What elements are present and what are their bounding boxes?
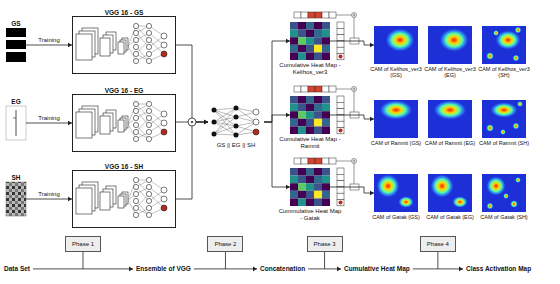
training-label: Training	[37, 115, 60, 122]
arrow-head	[204, 120, 208, 125]
phase-stem	[83, 252, 84, 269]
heat-map: Cummulative Heat Map - Gatak	[290, 168, 330, 206]
vgg-network-art	[76, 101, 167, 141]
cam-caption: CAM of Ramnit (SH)	[477, 140, 531, 146]
cam-image: CAM of Ramnit (EG)	[428, 100, 472, 138]
dataset-gs-image	[6, 28, 26, 62]
cam-image: CAM of Gatak (GS)	[374, 174, 418, 212]
connector	[330, 187, 374, 195]
phase-stem	[324, 252, 325, 269]
concat-network-art	[212, 106, 260, 138]
vgg-model-box: VGG 16 - SH	[72, 170, 176, 228]
cam-caption: CAM of Kelihos_ver3 (GS)	[369, 66, 423, 79]
arrow-head	[337, 267, 341, 272]
phase-label: Phase 1	[72, 241, 94, 248]
arrow-head	[286, 39, 290, 44]
stage-label: Data Set	[4, 265, 30, 273]
dataset-image: GS	[6, 28, 26, 62]
phase-box: Phase 1	[65, 236, 101, 252]
heatmap-caption: Cummulative Heat Map - Gatak	[278, 208, 342, 222]
phase-stem	[225, 252, 226, 269]
arrow-head	[370, 191, 374, 196]
heatmap-art	[290, 96, 330, 134]
stage-label: Ensemble of VGG	[136, 265, 191, 273]
arrow-head	[129, 267, 133, 272]
dataset-image: SH	[6, 182, 26, 216]
connector	[264, 122, 290, 189]
arrow-head	[253, 267, 257, 272]
stage-label: Concatenation	[260, 265, 305, 273]
vgg-network-art	[76, 177, 167, 217]
connector	[176, 45, 208, 124]
cam-caption: CAM of Ramnit (GS)	[369, 140, 423, 146]
cam-image: CAM of Kelihos_ver3 (EG)	[428, 26, 472, 64]
cam-caption: CAM of Kelihos_ver3 (EG)	[423, 66, 477, 79]
phase-box: Phase 4	[420, 236, 456, 252]
training-label: Training	[37, 191, 60, 198]
connector	[264, 113, 290, 122]
cam-caption: CAM of Gatak (GS)	[369, 214, 423, 220]
cam-image: CAM of Gatak (EG)	[428, 174, 472, 212]
arrow-head	[286, 113, 290, 118]
arrow-head	[286, 185, 290, 190]
product-symbol	[188, 118, 196, 126]
phase-stem	[437, 252, 438, 269]
stage-label: Class Activation Map	[466, 265, 531, 273]
cam-image: CAM of Kelihos_ver3 (GS)	[374, 26, 418, 64]
heatmap-art	[290, 168, 330, 206]
connector	[330, 115, 374, 121]
model-title: VGG 16 - EG	[105, 87, 144, 94]
vgg-model-box: VGG 16 - GS	[72, 16, 176, 74]
attention-vector-art	[294, 12, 359, 60]
vgg-model-box: VGG 16 - EG	[72, 94, 176, 152]
phase-box: Phase 2	[207, 236, 243, 252]
cam-caption: CAM of Gatak (EG)	[423, 214, 477, 220]
arrow-head	[204, 120, 208, 125]
arrow-head	[370, 117, 374, 122]
arrow-head	[459, 267, 463, 272]
cam-image: CAM of Gatak (SH)	[482, 174, 526, 212]
dataset-sh-image	[6, 182, 26, 216]
heatmap-art	[290, 22, 330, 60]
stage-label: Cumulative Heat Map	[344, 265, 410, 273]
heat-map: Cumulative Heat Map - Kelihos_ver3	[290, 22, 330, 60]
heatmap-caption: Cumulative Heat Map - Kelihos_ver3	[278, 62, 342, 76]
phase-box: Phase 3	[307, 236, 343, 252]
vgg-network-art	[76, 23, 167, 63]
arrow-head	[204, 120, 208, 125]
cam-image: CAM of Ramnit (SH)	[482, 100, 526, 138]
dataset-label: SH	[11, 174, 20, 181]
concat-network: GS || EG || SH	[208, 104, 264, 140]
model-title: VGG 16 - SH	[105, 163, 143, 170]
attention-vector-art	[294, 86, 359, 134]
cam-caption: CAM of Ramnit (EG)	[423, 140, 477, 146]
connector	[330, 41, 374, 47]
phase-label: Phase 2	[214, 241, 236, 248]
cam-caption: CAM of Kelihos_ver3 (SH)	[477, 66, 531, 79]
cam-caption: CAM of Gatak (SH)	[477, 214, 531, 220]
dataset-label: EG	[11, 98, 20, 105]
heat-map: Cumulative Heat Map - Ramnit	[290, 96, 330, 134]
arrow-head	[370, 43, 374, 48]
model-title: VGG 16 - GS	[105, 9, 144, 16]
phase-label: Phase 3	[314, 241, 336, 248]
dataset-eg-image	[6, 106, 26, 140]
connector	[176, 120, 208, 199]
attention-vector-art	[294, 158, 359, 206]
training-label: Training	[37, 37, 60, 44]
dataset-label: GS	[11, 20, 20, 27]
concat-label: GS || EG || SH	[206, 142, 266, 149]
dataset-image: EG	[6, 106, 26, 140]
cam-ramnit-art	[374, 100, 526, 138]
cam-image: CAM of Ramnit (GS)	[374, 100, 418, 138]
cam-image: CAM of Kelihos_ver3 (SH)	[482, 26, 526, 64]
heatmap-caption: Cumulative Heat Map - Ramnit	[278, 136, 342, 150]
cam-gatak-art	[374, 174, 526, 212]
phase-label: Phase 4	[427, 241, 449, 248]
cam-kelihos-art	[374, 26, 526, 64]
connector	[264, 39, 290, 122]
